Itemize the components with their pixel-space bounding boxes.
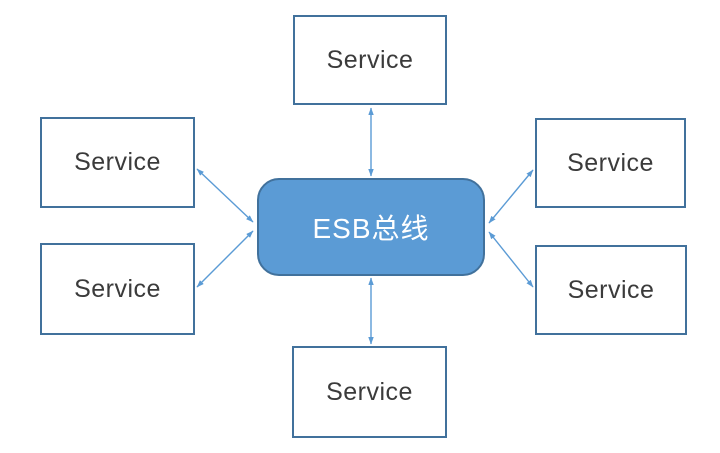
service-node-label: Service bbox=[74, 148, 161, 176]
esb-bus-center-node: ESB总线 bbox=[257, 178, 485, 276]
arrow-upper-right-to-center bbox=[488, 169, 534, 224]
service-node-top: Service bbox=[293, 15, 447, 105]
service-node-label: Service bbox=[74, 274, 161, 303]
arrow-lower-right-to-center bbox=[488, 231, 534, 288]
service-node-upper-left: Service bbox=[40, 117, 195, 208]
service-node-bottom: Service bbox=[292, 346, 447, 438]
arrow-lower-left-to-center bbox=[196, 230, 254, 288]
service-node-lower-right: Service bbox=[535, 245, 687, 335]
esb-bus-label: ESB总线 bbox=[312, 213, 430, 244]
arrow-upper-left-to-center bbox=[196, 168, 254, 223]
service-node-lower-left: Service bbox=[40, 243, 195, 335]
service-node-upper-right: Service bbox=[535, 118, 686, 208]
service-node-label: Service bbox=[326, 377, 413, 406]
service-node-label: Service bbox=[567, 275, 655, 304]
service-node-label: Service bbox=[326, 45, 414, 74]
service-node-label: Service bbox=[567, 148, 654, 177]
